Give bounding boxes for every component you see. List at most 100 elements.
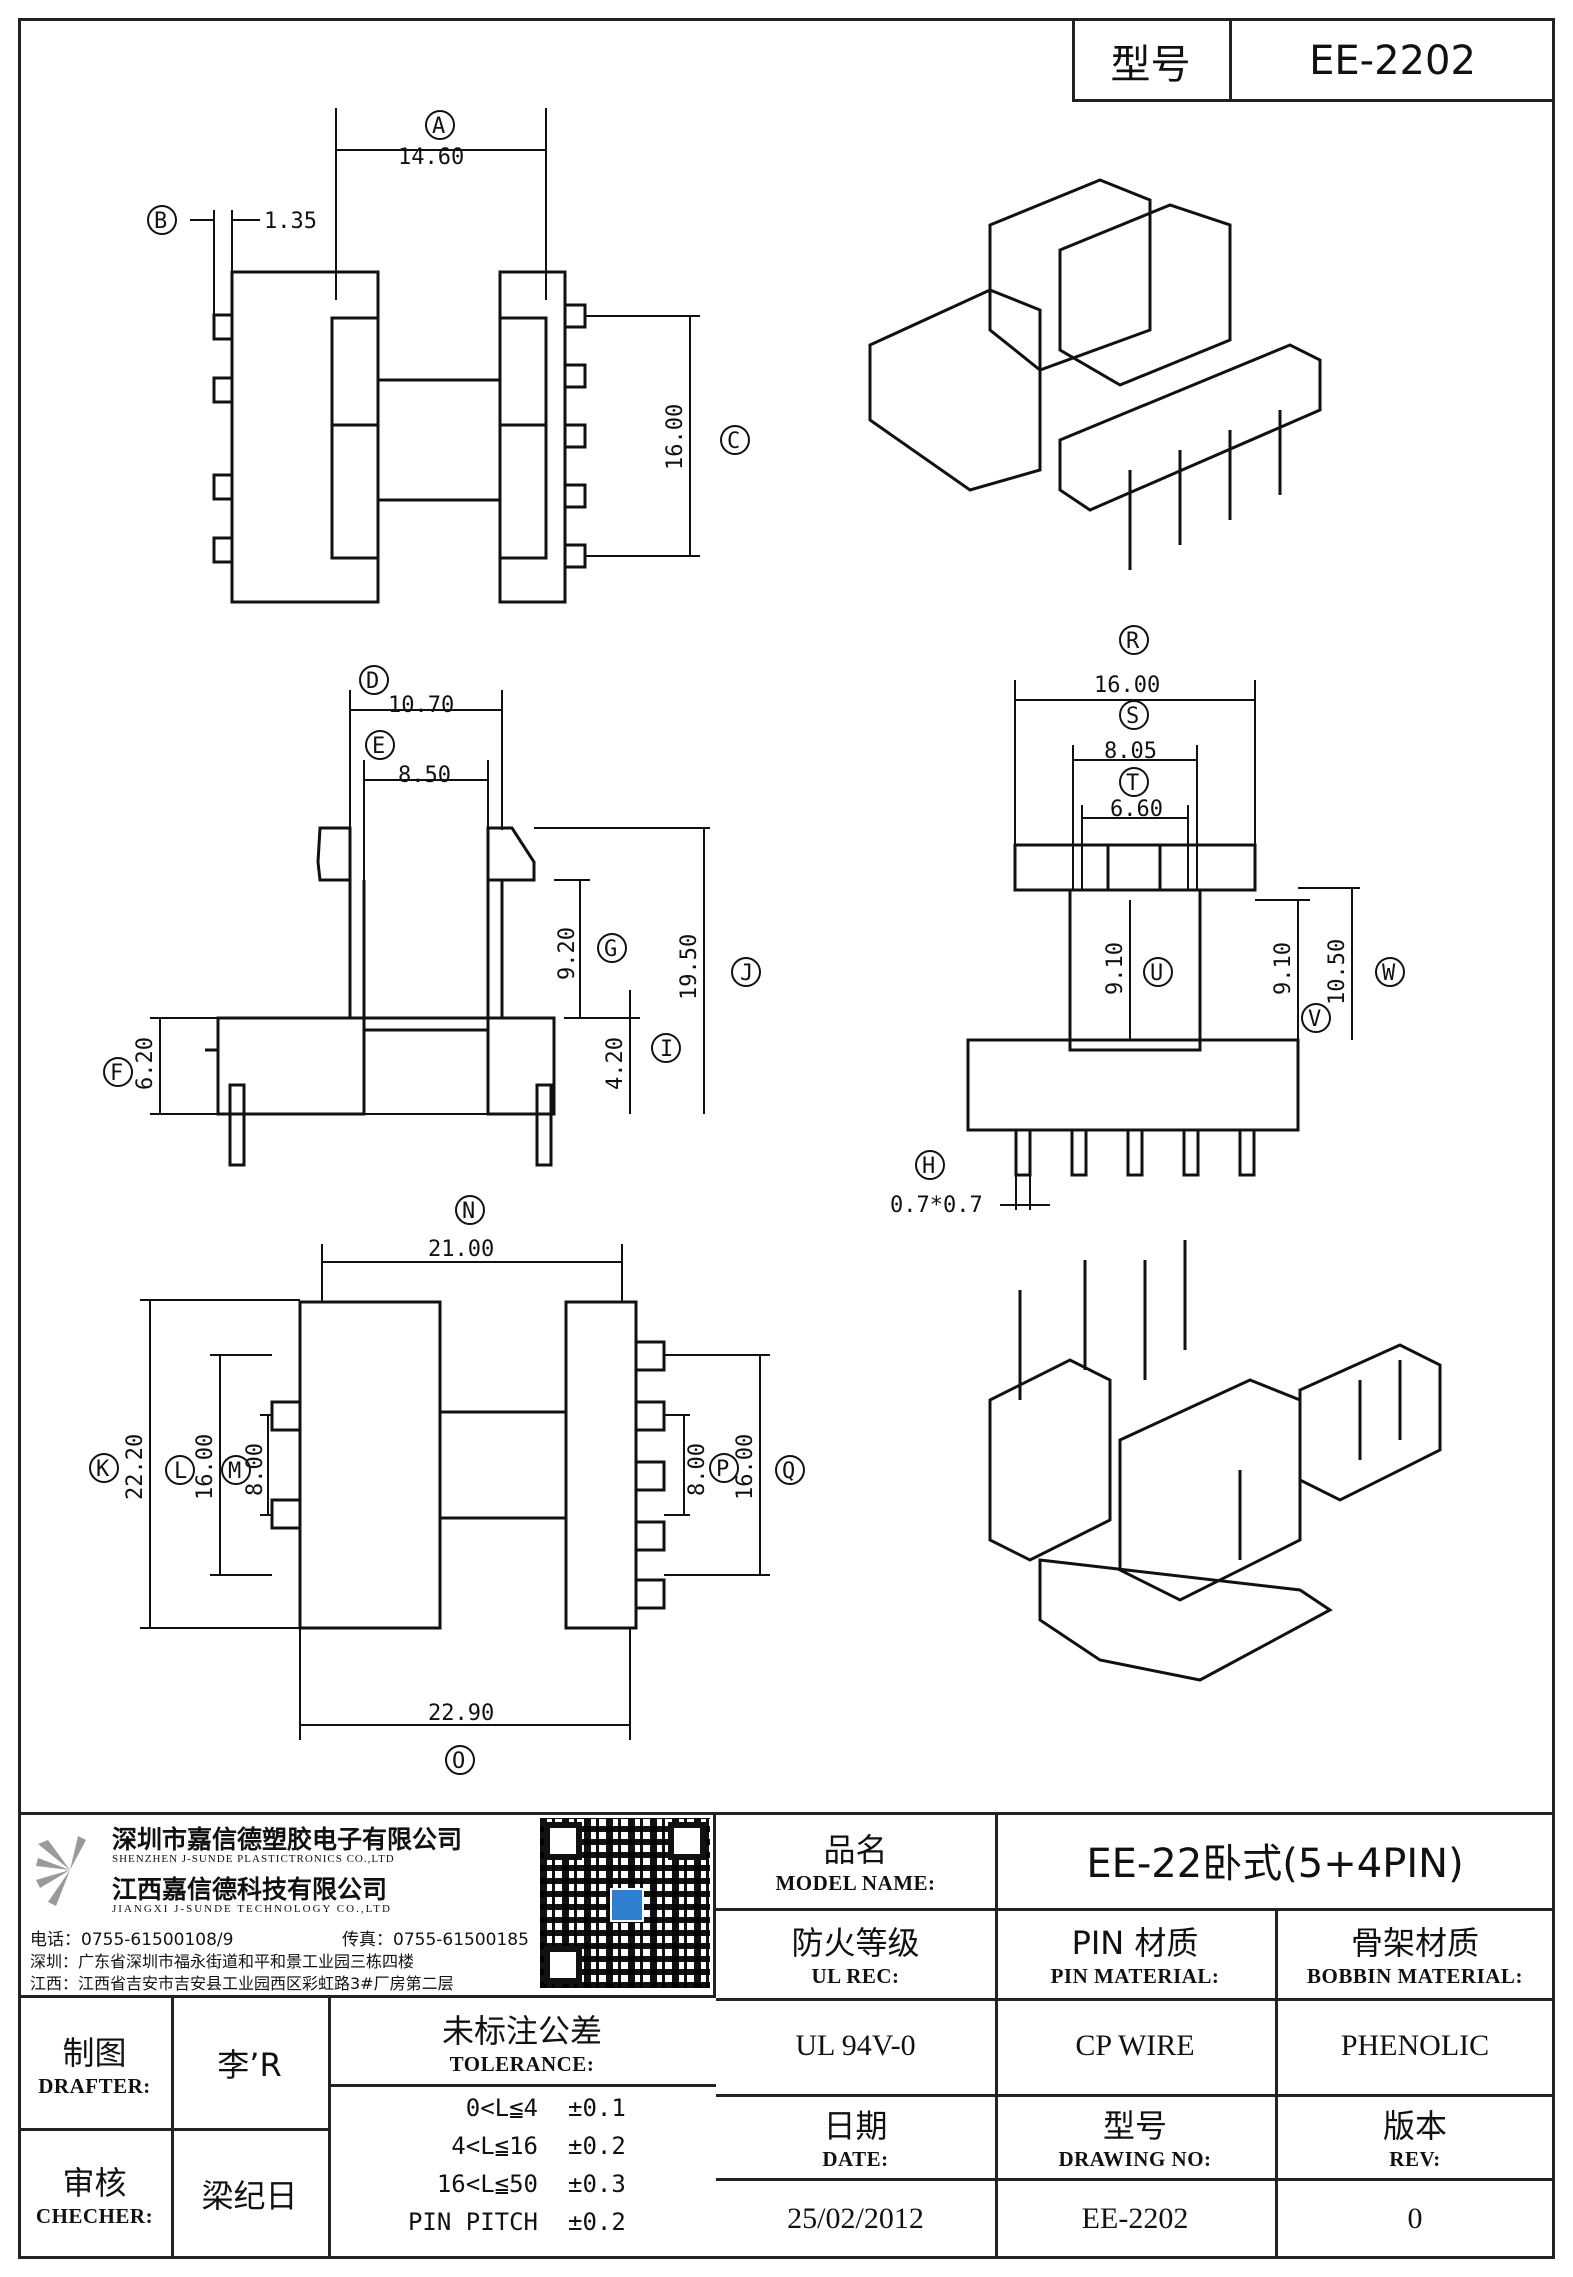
model-name-label: 品名 MODEL NAME: xyxy=(775,1830,936,1895)
callout-T: T xyxy=(1119,767,1149,797)
ul-rec-label: 防火等级 UL REC: xyxy=(791,1923,920,1988)
callout-E: E xyxy=(365,730,395,760)
company-area xyxy=(18,1812,716,1998)
dim-H: 0.7*0.7 xyxy=(890,1193,983,1218)
signature-grid xyxy=(18,1998,716,2259)
svg-text:C: C xyxy=(727,429,740,454)
svg-text:E: E xyxy=(372,734,385,759)
dim-T: 6.60 xyxy=(1110,797,1163,822)
svg-text:P: P xyxy=(716,1457,729,1482)
svg-text:G: G xyxy=(604,937,617,962)
company-tel: 电话：0755-61500108/9 xyxy=(30,1930,234,1950)
tolerance-range: PIN PITCH xyxy=(407,2208,538,2236)
tolerance-value: ±0.2 xyxy=(568,2208,626,2236)
pin-material-value: CP WIRE xyxy=(1075,2029,1195,2062)
company-address-2: 江西：江西省吉安市吉安县工业园西区彩虹路3#厂房第二层 xyxy=(30,1974,454,1993)
svg-text:W: W xyxy=(1382,961,1396,986)
svg-text:N: N xyxy=(462,1199,475,1224)
callout-J: J xyxy=(731,957,761,987)
tolerance-value: ±0.1 xyxy=(568,2094,626,2122)
dim-G: 9.20 xyxy=(555,927,580,980)
tolerance-range: 4<L≦16 xyxy=(451,2132,538,2160)
callout-O: O xyxy=(445,1745,475,1775)
side-view xyxy=(205,826,556,1167)
company-name-cn: 深圳市嘉信德塑胶电子有限公司 xyxy=(112,1825,463,1854)
drawing-no-value: EE-2202 xyxy=(1081,2201,1189,2235)
callout-P: P xyxy=(709,1453,739,1483)
callout-K: K xyxy=(89,1453,119,1483)
top-view xyxy=(212,270,587,604)
date-value: 25/02/2012 xyxy=(787,2201,924,2235)
svg-text:V: V xyxy=(1308,1007,1321,1032)
svg-text:L: L xyxy=(174,1459,187,1484)
checker-value: 梁纪日 xyxy=(201,2176,298,2215)
dimension-labels: 14.60 1.35 16.00 10.70 8.50 6.20 9.20 4.… xyxy=(123,145,1350,1726)
callout-F: F xyxy=(103,1057,133,1087)
dim-I: 4.20 xyxy=(603,1037,628,1090)
callout-S: S xyxy=(1119,700,1149,730)
dim-W: 10.50 xyxy=(1325,939,1350,1005)
model-box-label: 型号 xyxy=(1072,20,1232,102)
rev-label: 版本 REV: xyxy=(1382,2106,1447,2171)
callout-L: L xyxy=(165,1455,195,1485)
model-box-value: EE-2202 xyxy=(1309,38,1476,84)
svg-text:J: J xyxy=(740,961,753,986)
svg-text:O: O xyxy=(452,1749,465,1774)
drawing-no-label: 型号 DRAWING NO: xyxy=(1058,2106,1212,2171)
tolerance-row: 4<L≦16 ±0.2 xyxy=(328,2132,716,2170)
front-view xyxy=(966,843,1300,1177)
dim-B: 1.35 xyxy=(264,209,317,234)
dim-L: 16.00 xyxy=(193,1434,218,1500)
svg-text:T: T xyxy=(1126,771,1139,796)
dim-U: 9.10 xyxy=(1103,942,1128,995)
drafter-value: 李’R xyxy=(217,2046,282,2084)
top-view-right-flange xyxy=(498,270,567,604)
bobbin-material-value: PHENOLIC xyxy=(1340,2029,1490,2062)
tolerance-table: 0<L≦4 ±0.1 4<L≦16 ±0.2 16<L≦50 ±0.3 PIN … xyxy=(328,2088,716,2259)
qr-code xyxy=(537,1815,713,1991)
tolerance-value: ±0.3 xyxy=(568,2170,626,2198)
tolerance-range: 0<L≦4 xyxy=(465,2094,538,2122)
tolerance-label: 未标注公差 TOLERANCE: xyxy=(441,2011,602,2076)
callout-V: V xyxy=(1301,1003,1331,1033)
tolerance-range: 16<L≦50 xyxy=(436,2170,538,2198)
dim-O: 22.90 xyxy=(428,1701,494,1726)
company-name-en: SHENZHEN J-SUNDE PLASTICTRONICS CO.,LTD xyxy=(112,1853,395,1865)
svg-text:D: D xyxy=(366,669,379,694)
callout-N: N xyxy=(455,1195,485,1225)
svg-text:R: R xyxy=(1126,629,1140,654)
date-label: 日期 DATE: xyxy=(822,2106,889,2171)
svg-text:Q: Q xyxy=(782,1459,795,1484)
company-address-1: 深圳：广东省深圳市福永街道和平和景工业园三栋四楼 xyxy=(30,1952,415,1971)
callout-B: B xyxy=(147,205,177,235)
model-name-value: EE-22卧式(5+4PIN) xyxy=(1086,1841,1464,1887)
tolerance-row: PIN PITCH ±0.2 xyxy=(328,2208,716,2246)
pin-material-label: PIN 材质 PIN MATERIAL: xyxy=(1050,1923,1220,1988)
checker-label: 审核 CHECHER: xyxy=(35,2164,154,2228)
bobbin-material-label: 骨架材质 BOBBIN MATERIAL: xyxy=(1307,1923,1523,1988)
svg-text:F: F xyxy=(110,1061,123,1086)
company-fax: 传真：0755-61500185 xyxy=(342,1930,529,1950)
callout-U: U xyxy=(1143,957,1173,987)
svg-text:B: B xyxy=(154,209,167,234)
company-name2-cn: 江西嘉信德科技有限公司 xyxy=(112,1875,388,1904)
isometric-view-bottom xyxy=(988,1240,1442,1682)
dim-A: 14.60 xyxy=(398,145,464,170)
svg-text:A: A xyxy=(432,114,445,139)
dim-D: 10.70 xyxy=(388,693,454,718)
isometric-view-top xyxy=(868,178,1322,570)
product-info-grid xyxy=(716,1812,1555,2259)
drawing-frame xyxy=(18,18,1555,2259)
svg-text:K: K xyxy=(96,1457,110,1482)
technical-drawing: 14.60 1.35 16.00 10.70 8.50 6.20 9.20 4.… xyxy=(89,108,1442,1775)
bottom-view xyxy=(270,1300,666,1630)
rev-value: 0 xyxy=(1407,2201,1423,2235)
dim-J: 19.50 xyxy=(677,934,702,1000)
callout-C: C xyxy=(720,425,750,455)
dim-C: 16.00 xyxy=(663,404,688,470)
svg-text:S: S xyxy=(1126,704,1139,729)
svg-text:U: U xyxy=(1150,961,1163,986)
dim-E: 8.50 xyxy=(398,763,451,788)
top-view-left-flange xyxy=(230,270,380,604)
callout-H: H xyxy=(915,1150,945,1180)
